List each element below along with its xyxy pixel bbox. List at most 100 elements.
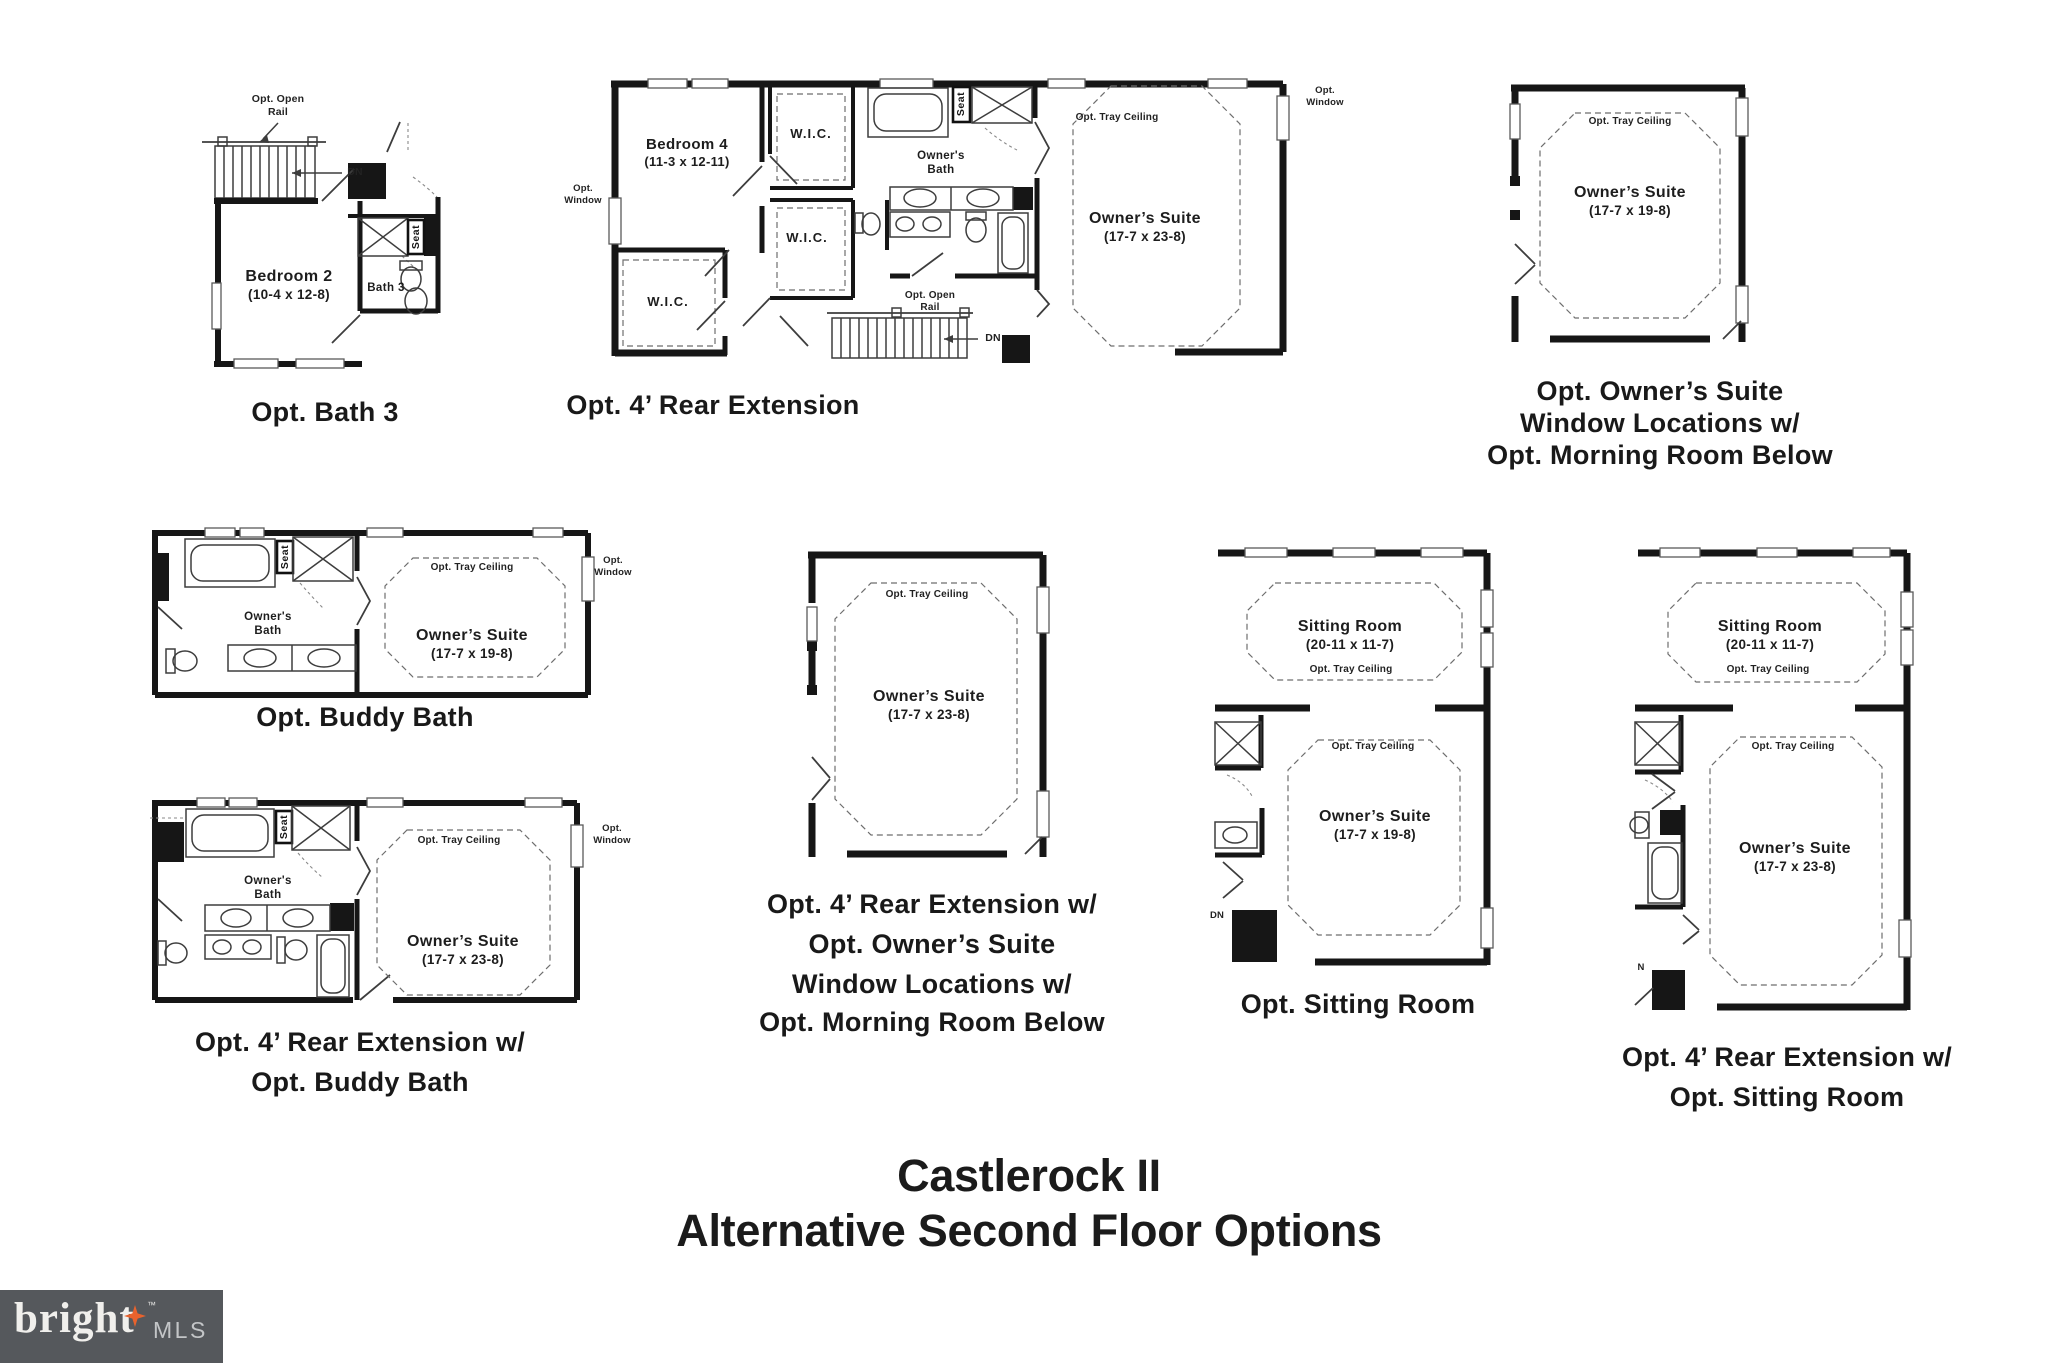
doors [811,756,1043,855]
plan-rear-ext-window-locations: Opt. Tray Ceiling Owner’s Suite (17-7 x … [759,545,1105,1055]
owners-bath-label-2: Bath [254,889,282,901]
room-label-owners-suite: Owner’s Suite [1574,184,1686,201]
room-label-owners-suite: Owner’s Suite [873,688,985,705]
tray-ceiling-label: Opt. Tray Ceiling [430,562,514,573]
room-label-owners-suite: Owner’s Suite [1739,840,1851,857]
plan-opt-owners-suite-window-locations: Opt. Tray Ceiling Owner’s Suite (17-7 x … [1487,58,1833,488]
room-dims-sitting-room: (20-11 x 11-7) [1725,637,1815,652]
room-dims-owners-suite: (17-7 x 23-8) [422,952,504,967]
windows [1659,547,1914,958]
seat-label: Seat [955,91,967,117]
room-dims-owners-suite: (17-7 x 19-8) [431,646,513,661]
tray-ceiling-label-suite: Opt. Tray Ceiling [1751,741,1835,752]
opt-window-label: Opt. [603,555,623,566]
plan-caption-line-1: Opt. Owner’s Suite [1536,376,1784,406]
plan-caption-line-1: Opt. 4’ Rear Extension w/ [1621,1042,1953,1072]
title-line-1: Castlerock II [897,1150,1161,1201]
tray-ceiling-outline-sitting [1667,582,1886,683]
plan-rear-extension-drawing [608,78,1290,363]
plan-caption-line-1: Opt. 4’ Rear Extension w/ [766,889,1098,919]
room-label-owners-suite: Owner’s Suite [1319,808,1431,825]
closet-shelving [622,93,846,347]
opt-window-label: Opt. [602,823,622,834]
tray-ceiling-label: Opt. Tray Ceiling [885,589,969,600]
room-label-bath-3: Bath 3 [367,282,405,294]
vanity-2 [889,211,951,238]
plan-caption-line-3: Window Locations w/ [792,969,1072,999]
tray-ceiling-label: Opt. Tray Ceiling [1588,116,1672,127]
toilet [399,260,423,292]
open-rail-label: Opt. Open [251,93,305,105]
tray-ceiling-label: Opt. Tray Ceiling [417,835,501,846]
title-line-2: Alternative Second Floor Options [676,1205,1382,1256]
plan-caption-line-3: Opt. Morning Room Below [1487,440,1833,470]
shower [291,805,351,878]
dn-arrow [292,169,342,177]
toilet [165,648,198,674]
room-label-owners-suite: Owner’s Suite [407,933,519,950]
plan-rear-ext-windows-drawing [806,551,1050,858]
tray-ceiling-outline [1072,85,1241,347]
bathtub-2 [316,934,350,998]
label-leader-arrow [259,122,279,143]
bathtub-2 [997,212,1029,274]
vanity [889,186,1014,211]
plan-opt-buddy-bath: Owner's Bath Seat Opt. Tray Ceiling Owne… [150,525,650,745]
tray-ceiling-outline [376,829,551,996]
vanity [1629,811,1650,839]
sheet-title: Castlerock II Alternative Second Floor O… [424,1148,1634,1258]
owners-bath-label-2: Bath [254,625,282,637]
room-label-sitting-room: Sitting Room [1717,618,1823,635]
dn-label-clipped: N [1637,962,1645,973]
seat-label: Seat [410,224,422,250]
shower-seat [951,85,972,124]
plan-caption-line-2: Opt. Owner’s Suite [808,929,1056,959]
room-dims-owners-suite: (17-7 x 19-8) [1334,827,1416,842]
room-dims-sitting-room: (20-11 x 11-7) [1305,637,1395,652]
tray-ceiling-outline-suite [1287,739,1461,936]
doors [1222,861,1244,899]
tray-ceiling-outline [834,582,1018,836]
plan-caption-line-2: Opt. Sitting Room [1669,1082,1905,1112]
room-label-sitting-room: Sitting Room [1297,618,1403,635]
doors [157,846,391,1001]
tray-ceiling-outline [1539,112,1721,319]
tray-ceiling-label-suite: Opt. Tray Ceiling [1331,741,1415,752]
dn-label: DN [985,332,1001,344]
opt-window-label-2: Window [593,835,631,846]
plan-caption: Opt. Sitting Room [1240,989,1476,1019]
windows [204,527,595,602]
plan-caption-line-2: Window Locations w/ [1520,408,1800,438]
windows [1509,97,1749,324]
toilet [276,936,308,964]
dn-arrow [944,335,978,343]
walls [214,163,441,367]
dn-label: DN [1209,910,1225,921]
plan-caption: Opt. 4’ Rear Extension [566,390,860,420]
tray-ceiling-label-sitting: Opt. Tray Ceiling [1726,664,1810,675]
dn-label: DN [347,166,363,178]
open-rail-label-2: Rail [920,302,940,313]
shower [971,86,1033,151]
plan-sitting-room-drawing [1214,547,1494,966]
star-icon [124,1305,146,1327]
opt-window-left-label-2: Window [564,195,602,206]
logo-brand-text: bright [14,1295,135,1342]
owners-bath-label: Owner's [244,875,292,887]
room-dims-owners-suite: (17-7 x 23-8) [888,707,970,722]
plan-buddy-bath-drawing [152,527,595,698]
doors [1514,243,1742,340]
doors [696,121,1051,347]
plan-opt-bath-3: Opt. Open Rail DN Bedroom 2 (10-4 x 12-8… [150,85,480,435]
room-label-bedroom-2: Bedroom 2 [245,268,333,285]
room-dims-owners-suite: (17-7 x 23-8) [1754,859,1836,874]
doors [1634,773,1700,1006]
open-rail-label-2: Rail [267,106,289,118]
shower [1214,721,1262,799]
plan-caption: Opt. Bath 3 [251,397,399,427]
wic-label-mid: W.I.C. [786,230,828,245]
shower-seat [406,218,426,256]
toilet-2 [157,940,188,966]
seat-label: Seat [278,814,290,840]
